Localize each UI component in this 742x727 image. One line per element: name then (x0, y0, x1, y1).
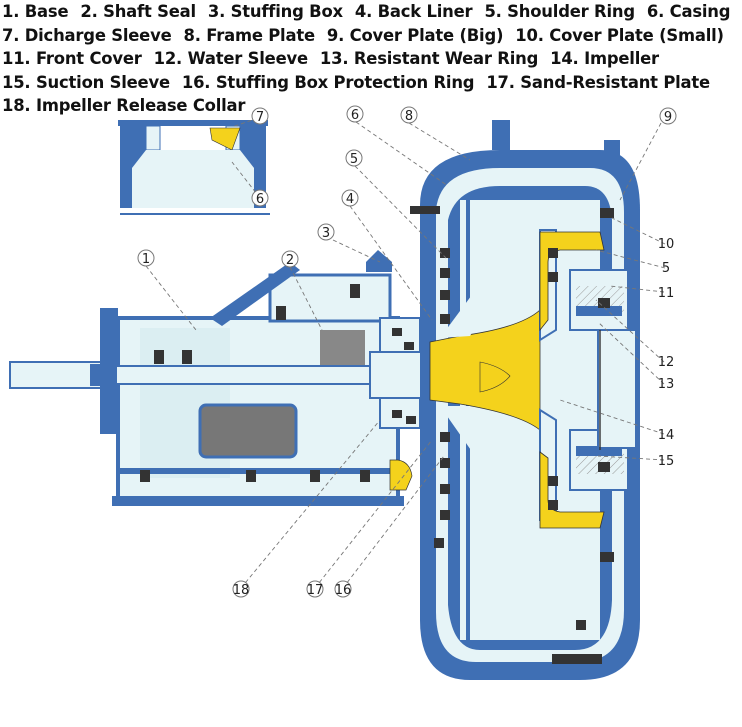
legend-item: 6. Casing (646, 2, 731, 21)
legend-line-5: 18. Impeller Release Collar (2, 94, 697, 118)
callout-8: 8 (400, 106, 418, 124)
legend-line-2: 7. Dicharge Sleeve 8. Frame Plate 9. Cover… (2, 24, 724, 48)
callout-11: 11 (658, 286, 675, 301)
legend-item: 9. Cover Plate (Big) (326, 25, 504, 45)
legend-item: 5. Shoulder Ring (484, 2, 635, 21)
callout-5-top: 5 (345, 149, 363, 167)
legend-item: 1. Base (2, 2, 69, 21)
legend-item: 18. Impeller Release Collar (2, 96, 246, 116)
base-frame (112, 250, 404, 506)
legend-line-1: 1. Base 2. Shaft Seal 3. Stuffing Box 4. Ba… (2, 0, 730, 24)
svg-text:15: 15 (658, 454, 675, 469)
callout-6-inset: 6 (251, 189, 269, 207)
callout-18: 18 (232, 580, 250, 598)
svg-text:11: 11 (658, 286, 675, 301)
callout-2: 2 (281, 250, 299, 268)
legend-item: 10. Cover Plate (Small) (515, 25, 724, 45)
callout-7: 7 (251, 107, 269, 125)
svg-text:16: 16 (335, 583, 352, 598)
legend-line-4: 15. Suction Sleeve 16. Stuffing Box Prote… (2, 71, 710, 95)
svg-text:12: 12 (658, 355, 675, 370)
svg-text:5: 5 (662, 261, 670, 276)
svg-text:14: 14 (658, 428, 675, 443)
casing-bolts (410, 206, 602, 664)
front-cover (539, 208, 637, 562)
callout-15: 15 (658, 454, 675, 469)
legend-item: 8. Frame Plate (183, 25, 316, 45)
legend-item: 17. Sand-Resistant Plate (486, 72, 710, 92)
callout-12: 12 (658, 355, 675, 370)
svg-text:9: 9 (664, 110, 672, 125)
svg-text:13: 13 (658, 377, 675, 392)
legend-item: 13. Resistant Wear Ring (319, 49, 539, 69)
legend-item: 7. Dicharge Sleeve (2, 25, 172, 45)
svg-text:10: 10 (658, 237, 675, 252)
legend-item: 12. Water Sleeve (153, 49, 308, 69)
callout-10: 10 (658, 237, 675, 252)
callout-3: 3 (317, 223, 335, 241)
svg-text:8: 8 (405, 109, 413, 124)
callout-1: 1 (137, 249, 155, 267)
shaft-seal-area (379, 317, 421, 491)
svg-text:5: 5 (350, 152, 358, 167)
legend-item: 2. Shaft Seal (80, 2, 196, 21)
discharge-sleeve-inset (118, 120, 270, 215)
legend-item: 11. Front Cover (2, 49, 142, 69)
svg-text:17: 17 (307, 583, 324, 598)
svg-text:18: 18 (233, 583, 250, 598)
callout-17: 17 (306, 580, 324, 598)
svg-text:6: 6 (256, 192, 264, 207)
legend-item: 14. Impeller (550, 49, 659, 69)
svg-text:2: 2 (286, 253, 294, 268)
svg-text:6: 6 (351, 108, 359, 123)
svg-text:7: 7 (256, 110, 264, 125)
legend-item: 16. Stuffing Box Protection Ring (181, 72, 475, 92)
callout-14: 14 (658, 428, 675, 443)
leader-lines (145, 117, 666, 589)
legend-line-3: 11. Front Cover 12. Water Sleeve 13. Resis… (2, 47, 697, 71)
callout-markers: 1 2 3 4 5 6 8 9 10 5 11 12 13 14 15 7 6 … (137, 105, 677, 598)
legend-item: 15. Suction Sleeve (2, 72, 170, 92)
callout-16: 16 (334, 580, 352, 598)
callout-6-top: 6 (346, 105, 364, 123)
svg-text:4: 4 (346, 192, 354, 207)
legend-item: 3. Stuffing Box (207, 2, 343, 21)
parts-legend: 1. Base 2. Shaft Seal 3. Stuffing Box 4. Ba… (2, 0, 730, 118)
callout-4: 4 (341, 189, 359, 207)
pump-cross-section-diagram: 1 2 3 4 5 6 8 9 10 5 11 12 13 14 15 7 6 … (9, 105, 677, 680)
callout-9: 9 (659, 107, 677, 125)
callout-5-right: 5 (662, 261, 670, 276)
callout-13: 13 (658, 377, 675, 392)
svg-text:3: 3 (322, 226, 330, 241)
legend-item: 4. Back Liner (354, 2, 473, 21)
svg-text:1: 1 (142, 252, 150, 267)
